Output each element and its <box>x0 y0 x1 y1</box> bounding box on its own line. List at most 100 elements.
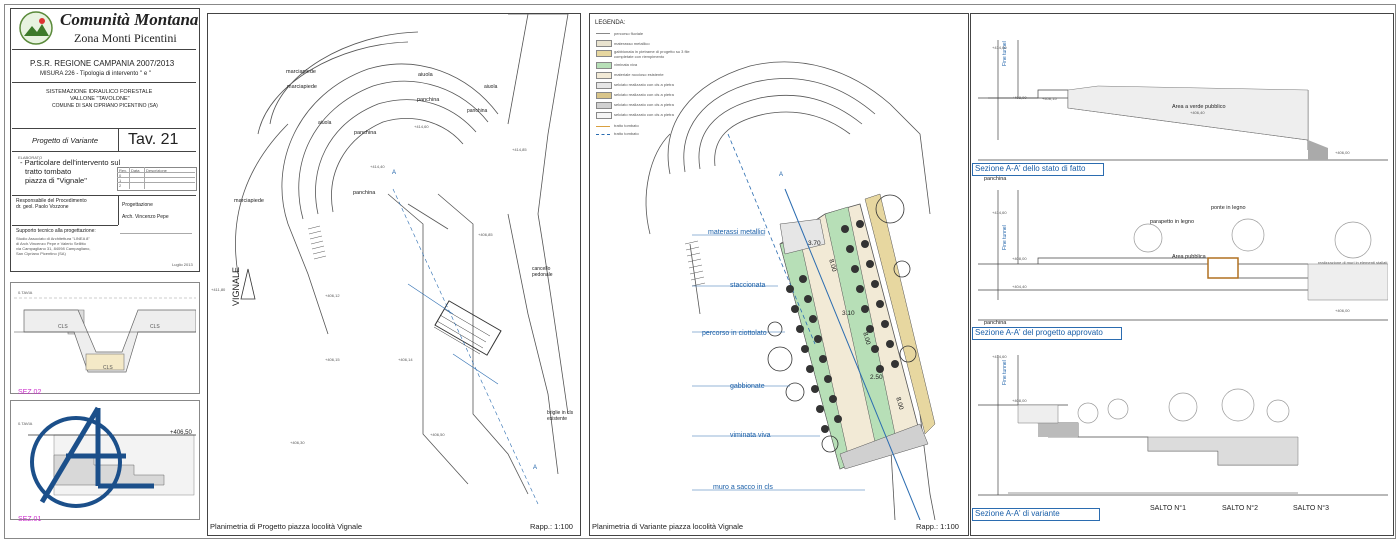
supporto-line: di Arch.Vincenzo Pepe e Valerio Sellitto <box>16 241 86 246</box>
project-line-2: VALLONE "TAVOLONE" <box>70 96 130 102</box>
section-3-drawing <box>978 355 1388 496</box>
tav-number: Tav. 21 <box>128 131 179 148</box>
section-3-title: Sezione A-A' di variante <box>975 509 1060 518</box>
rev-row: 1 <box>119 178 122 183</box>
section-02-label: SEZ.02 <box>18 389 42 396</box>
legend-item: selciato realizzato con cls a pietra <box>614 112 674 117</box>
tav-box <box>118 129 197 151</box>
legend-swatch <box>596 134 610 135</box>
legend-swatch <box>596 50 612 57</box>
legend-title: LEGENDA: <box>595 20 626 26</box>
plan-variante-caption: Planimetria di Variante piazza locolità … <box>592 522 744 531</box>
elevation-mark: +414,60 <box>414 124 429 129</box>
project-type: Progetto di Variante <box>32 136 99 145</box>
sections-frame <box>970 13 1394 536</box>
cls-label: CLS <box>103 365 113 371</box>
quota-top: 0.TAVIA <box>18 290 33 295</box>
legend-swatch <box>596 92 612 99</box>
section-3-fine-tunnel: Fine tunnel <box>1002 360 1008 385</box>
label-marciapiede: marciapiede <box>234 198 264 204</box>
org-subtitle: Zona Monti Picentini <box>74 31 177 45</box>
plan-variante-drawing <box>645 61 936 520</box>
rev-header-rev: Rev. <box>119 168 127 173</box>
section-1-elev: +408,15 <box>1042 96 1057 101</box>
section-1-title-box <box>972 163 1104 176</box>
revision-table <box>117 167 197 191</box>
legend-item: materiale roccioso esistente <box>614 72 664 77</box>
label-panchina: panchina <box>417 97 440 103</box>
plan-progetto-caption: Planimetria di Progetto piazza locolità … <box>210 522 363 531</box>
elevation-mark: +414,40 <box>370 164 385 169</box>
elevation-mark: +411,80 <box>211 287 226 292</box>
legend-swatch <box>596 102 612 109</box>
legend-item: gabbionata in pietrame di progetto su 3 … <box>614 49 690 59</box>
salto-label: SALTO N°2 <box>1222 505 1258 512</box>
plan1-frame <box>207 13 581 536</box>
progettazione-name: Arch. Vincenzo Pepe <box>122 214 169 220</box>
elaborato-label: ELABORATO <box>18 155 43 160</box>
project-line-1: SISTEMAZIONE IDRAULICO FORESTALE <box>46 89 153 95</box>
section-2-note: realizzazione di muri in elementi stalla… <box>1318 260 1388 265</box>
salto-label: SALTO N°1 <box>1150 505 1186 512</box>
titleblock-frame <box>10 8 200 272</box>
callout-label: materassi metallici <box>708 229 766 236</box>
section-3-panchina: panchina <box>984 320 1007 326</box>
section-2-elev: +406,00 <box>1335 308 1350 313</box>
quota-bottom: 0.TAVIA <box>18 421 33 426</box>
elevation-mark: +406,30 <box>290 440 305 445</box>
legend-swatch <box>596 112 612 119</box>
supporto-line: via Campagliano 31, 84098 Campagliano, <box>16 246 91 251</box>
section-1-elev: +406,00 <box>1335 150 1350 155</box>
supporto-label: Supporto tecnico alla progettazione: <box>16 228 96 234</box>
rev-header-descrizione: Descrizione <box>146 168 167 173</box>
section-2-area: Area pubblica <box>1172 254 1206 260</box>
studio-logo-icon <box>30 406 154 508</box>
label-marciapiede: marciapiede <box>286 69 316 75</box>
plan-progetto-scale: Rapp.: 1:100 <box>530 522 573 531</box>
project-line-3: COMUNE DI SAN CIPRIANO PICENTINO (SA) <box>52 103 158 109</box>
section-2-title-box <box>972 327 1122 340</box>
section-1-elev: +406,40 <box>1190 110 1205 115</box>
legend-item: viminata viva <box>614 62 638 67</box>
section-3-title-box <box>972 508 1100 521</box>
elaborato-text-1: - Particolare dell'intervento sul <box>20 158 121 167</box>
section-2-ponte: ponte in legno <box>1211 205 1246 211</box>
elaborato-text-2: tratto tombato <box>25 167 72 176</box>
section-01-label: SEZ.01 <box>18 516 42 523</box>
section-2-elev: +404,40 <box>1012 284 1027 289</box>
section-1-elev: +408,00 <box>1012 95 1027 100</box>
legend-swatch <box>596 72 612 79</box>
section-2-elev: +408,00 <box>1012 256 1027 261</box>
callout-label: gabbionate <box>730 383 765 390</box>
section-2-elev: +414,60 <box>992 210 1007 215</box>
plan-progetto-drawing <box>235 14 569 505</box>
legend-swatch <box>596 40 612 47</box>
sheet-border <box>4 4 1396 539</box>
rev-row: 2 <box>119 183 122 188</box>
plan2-frame <box>589 13 969 536</box>
section-2-panchina: panchina <box>984 176 1007 182</box>
elevation-mark: +406,14 <box>398 357 413 362</box>
legend-swatch <box>596 33 610 34</box>
legend-item: selciato realizzato con cls a pietra <box>614 92 674 97</box>
dimension-label: 3.10 <box>842 310 855 317</box>
elevation-mark: +406,15 <box>325 357 340 362</box>
elevation-label: +406,50 <box>170 430 192 436</box>
legend-item: selciato realizzato con cls a pietra <box>614 82 674 87</box>
section-mark-a: A <box>392 170 397 176</box>
section-2-title: Sezione A-A' del progetto approvato <box>975 328 1103 337</box>
callout-label: staccionata <box>730 282 766 289</box>
label-aiuola: aiuola <box>484 84 498 90</box>
responsabile-label: Responsabile del Procedimento <box>16 198 87 204</box>
legend-swatch <box>596 62 612 69</box>
elaborato-text-3: piazza di "Vignale" <box>25 176 87 185</box>
legend-swatch <box>596 82 612 89</box>
section-3-elev: +414,60 <box>992 354 1007 359</box>
supporto-line: Studio Associato di Architettura "LINEA … <box>16 236 90 241</box>
label-cancello: cancello pedonale <box>532 266 553 278</box>
dimension-label: 2.50 <box>870 374 883 381</box>
cls-label: CLS <box>58 324 68 330</box>
legend-item: tratto tombato <box>614 123 639 128</box>
progettazione-label: Progettazione <box>122 202 153 208</box>
rev-header-data: Data <box>131 168 140 173</box>
